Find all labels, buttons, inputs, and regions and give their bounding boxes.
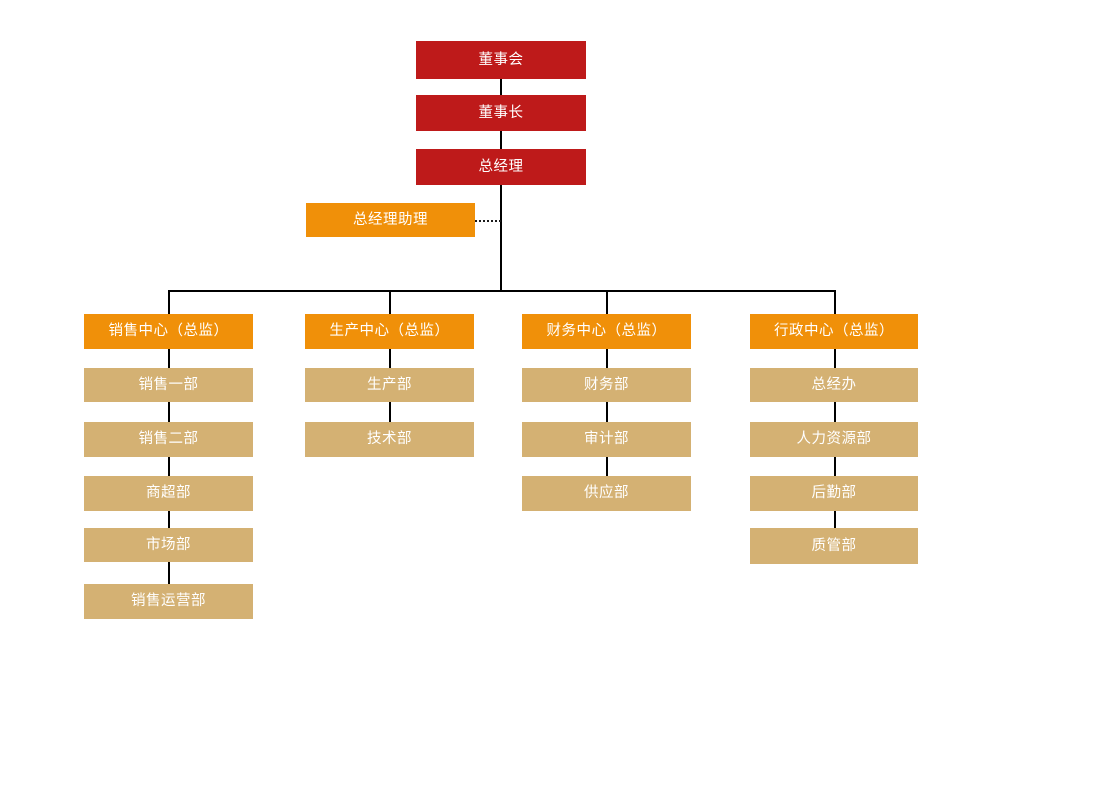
connector-assistant-dotted-link [475,220,501,222]
connector-production-to-dept-1 [389,349,391,368]
node-dept-sales-3-label: 商超部 [146,485,191,502]
connector-administration-dept-3-to-4 [834,511,836,528]
node-division-administration-label: 行政中心（总监） [774,323,894,340]
connector-division-bus [168,290,835,292]
node-dept-finance-3[interactable]: 供应部 [522,476,691,511]
node-dept-production-1[interactable]: 生产部 [305,368,474,402]
node-chairman-label: 董事长 [478,104,524,121]
node-dept-administration-4[interactable]: 质管部 [750,528,918,564]
node-dept-administration-2-label: 人力资源部 [796,431,872,448]
connector-production-dept-1-to-2 [389,402,391,422]
connector-gm-trunk [500,185,502,291]
connector-sales-dept-3-to-4 [168,511,170,528]
connector-bus-drop-administration [834,290,836,314]
connector-sales-dept-2-to-3 [168,457,170,476]
node-dept-finance-3-label: 供应部 [584,485,629,502]
connector-bus-drop-finance [606,290,608,314]
node-dept-sales-1-label: 销售一部 [138,376,199,393]
connector-finance-to-dept-1 [606,349,608,368]
node-dept-finance-2-label: 审计部 [584,431,629,448]
node-dept-administration-4-label: 质管部 [811,537,857,554]
node-dept-sales-4-label: 市场部 [146,536,191,553]
connector-administration-dept-2-to-3 [834,457,836,476]
node-division-production-label: 生产中心（总监） [329,323,450,340]
node-dept-administration-1[interactable]: 总经办 [750,368,918,402]
node-dept-finance-1[interactable]: 财务部 [522,368,691,402]
node-dept-production-2[interactable]: 技术部 [305,422,474,457]
connector-bus-drop-production [389,290,391,314]
connector-finance-dept-2-to-3 [606,457,608,476]
node-dept-sales-5[interactable]: 销售运营部 [84,584,253,619]
connector-bus-drop-sales [168,290,170,314]
node-dept-finance-1-label: 财务部 [584,376,629,393]
node-division-sales-label: 销售中心（总监） [108,323,229,340]
node-dept-sales-5-label: 销售运营部 [131,593,206,610]
connector-administration-dept-1-to-2 [834,402,836,422]
node-general-manager-label: 总经理 [478,158,524,175]
node-dept-finance-2[interactable]: 审计部 [522,422,691,457]
node-division-finance-label: 财务中心（总监） [546,323,667,340]
node-division-administration[interactable]: 行政中心（总监） [750,314,918,349]
node-gm-assistant[interactable]: 总经理助理 [306,203,475,237]
node-division-production[interactable]: 生产中心（总监） [305,314,474,349]
node-chairman[interactable]: 董事长 [416,95,586,131]
node-board[interactable]: 董事会 [416,41,586,79]
connector-chairman-to-gm [500,131,502,149]
node-dept-administration-1-label: 总经办 [811,376,857,393]
connector-sales-to-dept-1 [168,349,170,368]
node-dept-production-1-label: 生产部 [367,376,412,393]
connector-board-to-chairman [500,79,502,95]
node-dept-sales-4[interactable]: 市场部 [84,528,253,562]
node-dept-sales-2-label: 销售二部 [138,431,199,448]
node-dept-sales-2[interactable]: 销售二部 [84,422,253,457]
node-board-label: 董事会 [478,51,524,68]
connector-sales-dept-1-to-2 [168,402,170,422]
node-division-sales[interactable]: 销售中心（总监） [84,314,253,349]
node-division-finance[interactable]: 财务中心（总监） [522,314,691,349]
node-gm-assistant-label: 总经理助理 [353,211,428,228]
connector-administration-to-dept-1 [834,349,836,368]
node-dept-sales-3[interactable]: 商超部 [84,476,253,511]
node-general-manager[interactable]: 总经理 [416,149,586,185]
node-dept-sales-1[interactable]: 销售一部 [84,368,253,402]
node-dept-production-2-label: 技术部 [367,431,412,448]
node-dept-administration-2[interactable]: 人力资源部 [750,422,918,457]
node-dept-administration-3[interactable]: 后勤部 [750,476,918,511]
connector-finance-dept-1-to-2 [606,402,608,422]
node-dept-administration-3-label: 后勤部 [811,485,857,502]
connector-sales-dept-4-to-5 [168,562,170,584]
